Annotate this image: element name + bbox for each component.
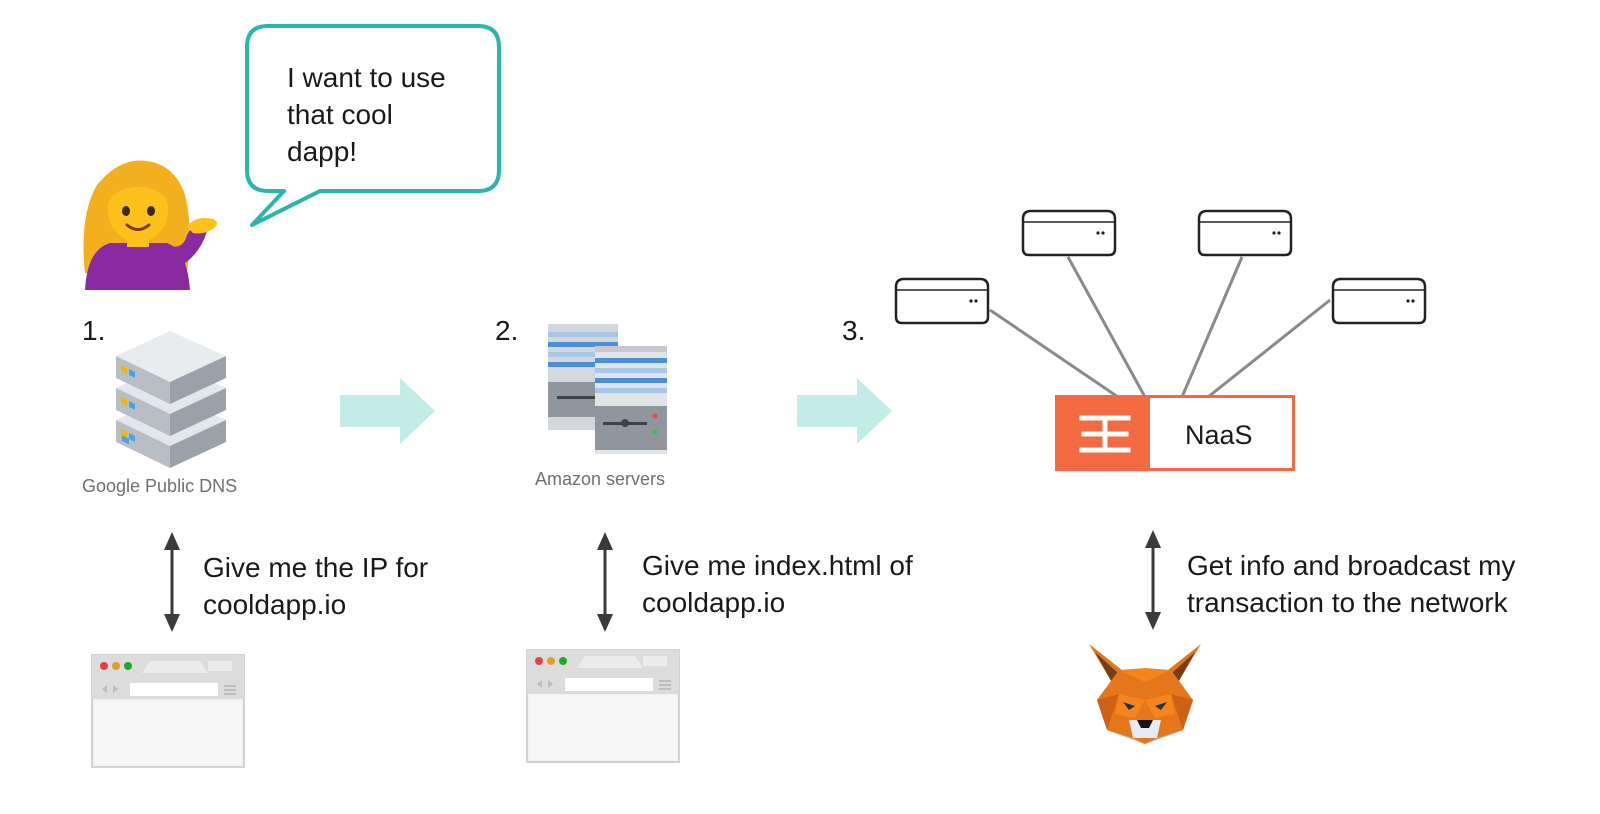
server-rack-icon — [545, 322, 670, 457]
speech-bubble-line: that cool — [287, 99, 393, 130]
node-box-icon — [1195, 207, 1295, 259]
node-network — [880, 195, 1440, 405]
speech-bubble-line: dapp! — [287, 136, 358, 167]
caption-line: Give me index.html of — [642, 550, 913, 581]
server-stack-icon — [108, 320, 233, 470]
step-number-1: 1. — [82, 315, 106, 346]
node-box-icon — [1019, 207, 1119, 259]
caption-line: cooldapp.io — [203, 589, 347, 620]
browser-window-icon — [525, 648, 681, 764]
connector-line — [1066, 256, 1147, 398]
request-caption-amazon: Give me index.html of cooldapp.io — [642, 547, 913, 621]
server-label-google-dns: Google Public DNS — [82, 476, 238, 496]
double-arrow-icon — [1143, 530, 1163, 630]
connector-line — [989, 308, 1119, 399]
caption-line: Give me the IP for — [203, 552, 429, 583]
step-number-3: 3. — [842, 315, 866, 346]
naas-logo-icon — [1058, 398, 1150, 468]
right-arrow-icon — [338, 376, 438, 446]
naas-label: NaaS — [1185, 420, 1253, 450]
speech-bubble — [240, 20, 505, 235]
step-number-2: 2. — [495, 315, 519, 346]
speech-bubble-text: I want to use that cool dapp! — [287, 59, 446, 170]
metamask-fox-icon — [1085, 640, 1205, 752]
connector-line — [1180, 256, 1244, 398]
node-box-icon — [892, 275, 992, 327]
naas-box: NaaS — [1055, 395, 1295, 471]
server-label-amazon: Amazon servers — [535, 469, 666, 489]
double-arrow-icon — [595, 532, 615, 632]
right-arrow-icon — [795, 376, 895, 446]
request-caption-naas: Get info and broadcast my transaction to… — [1187, 547, 1515, 621]
caption-line: transaction to the network — [1187, 587, 1508, 618]
browser-window-icon — [90, 653, 246, 769]
double-arrow-icon — [162, 532, 182, 632]
node-box-icon — [1329, 275, 1429, 327]
caption-line: Get info and broadcast my — [1187, 550, 1516, 581]
woman-tipping-hand-icon — [75, 155, 220, 290]
caption-line: cooldapp.io — [642, 587, 786, 618]
connector-line — [1207, 298, 1331, 399]
speech-bubble-line: I want to use — [287, 62, 446, 93]
request-caption-dns: Give me the IP for cooldapp.io — [203, 549, 428, 623]
